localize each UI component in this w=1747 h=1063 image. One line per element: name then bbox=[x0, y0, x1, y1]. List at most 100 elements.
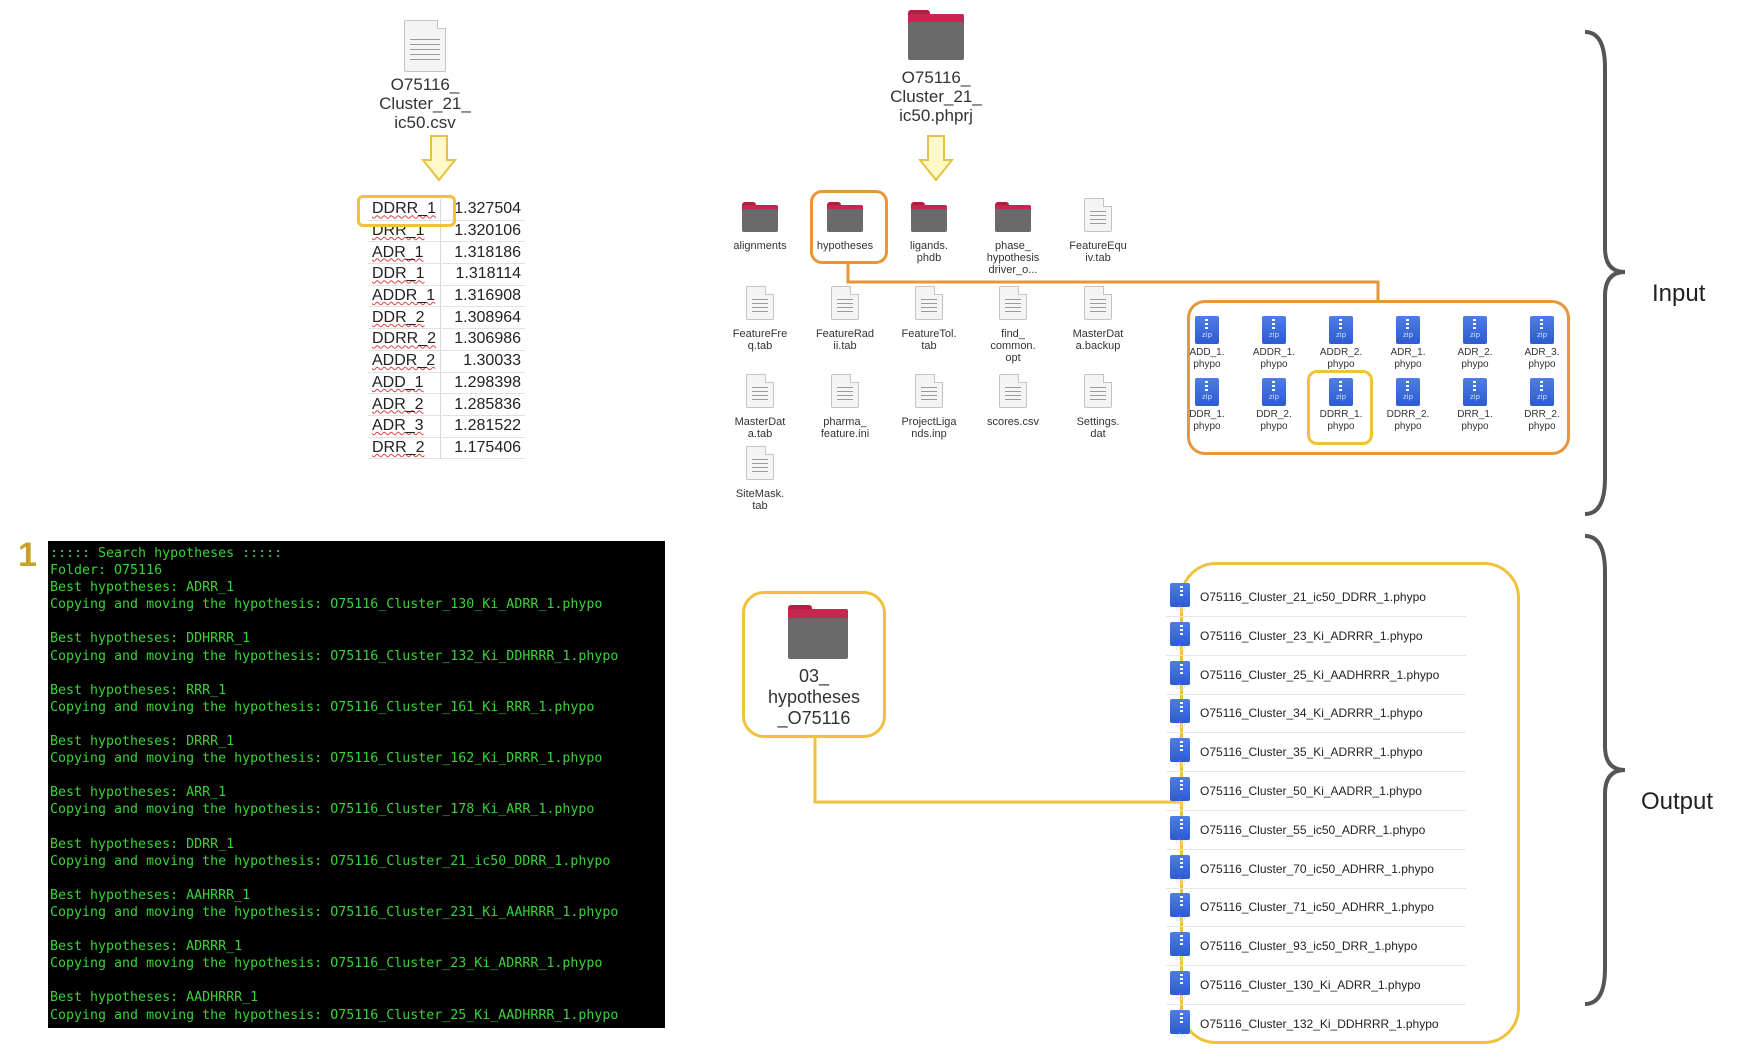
output-folder-name: 03_ hypotheses _O75116 bbox=[767, 666, 861, 728]
file-icon[interactable] bbox=[999, 374, 1027, 408]
list-item[interactable]: O75116_Cluster_34_Ki_ADRRR_1.phypo bbox=[1166, 699, 1466, 736]
file-icon[interactable] bbox=[746, 286, 774, 320]
csv-file-icon[interactable] bbox=[404, 20, 446, 72]
file-icon[interactable] bbox=[831, 286, 859, 320]
folder-icon[interactable] bbox=[995, 202, 1031, 232]
phypo-file-icon[interactable] bbox=[1195, 378, 1219, 406]
phypo-file-label: ADDR_1. phypo bbox=[1252, 347, 1296, 370]
phypo-file-icon[interactable] bbox=[1530, 378, 1554, 406]
file-icon[interactable] bbox=[831, 374, 859, 408]
phypo-file-label: ADR_2. phypo bbox=[1457, 347, 1493, 370]
down-arrow-icon bbox=[421, 135, 457, 182]
phypo-file-label: ADR_1. phypo bbox=[1390, 347, 1426, 370]
row-key: DRR_2 bbox=[368, 437, 442, 460]
ddrr1-highlight bbox=[357, 195, 456, 227]
phypo-file-icon[interactable] bbox=[1396, 378, 1420, 406]
input-brace bbox=[1584, 30, 1626, 516]
row-value: 1.320106 bbox=[440, 220, 526, 243]
row-value: 1.318114 bbox=[440, 263, 526, 286]
output-file-name: O75116_Cluster_21_ic50_DDRR_1.phypo bbox=[1200, 590, 1426, 604]
list-item[interactable]: O75116_Cluster_132_Ki_DDHRRR_1.phypo bbox=[1170, 1009, 1439, 1047]
row-value: 1.316908 bbox=[440, 285, 526, 308]
file-icon[interactable] bbox=[915, 286, 943, 320]
output-file-name: O75116_Cluster_50_Ki_AADRR_1.phypo bbox=[1200, 784, 1422, 798]
file-icon[interactable] bbox=[1084, 286, 1112, 320]
list-item[interactable]: O75116_Cluster_23_Ki_ADRRR_1.phypo bbox=[1166, 621, 1466, 659]
phypo-file-icon bbox=[1170, 932, 1190, 969]
folder-icon[interactable] bbox=[742, 202, 778, 232]
phypo-file-icon bbox=[1170, 815, 1190, 853]
list-item[interactable]: O75116_Cluster_25_Ki_AADHRRR_1.phypo bbox=[1166, 660, 1466, 698]
list-item[interactable]: O75116_Cluster_71_ic50_ADHRR_1.phypo bbox=[1166, 893, 1466, 930]
file-icon[interactable] bbox=[1084, 198, 1112, 232]
phypo-file-icon[interactable] bbox=[1262, 316, 1286, 344]
list-divider bbox=[1166, 616, 1466, 617]
list-item[interactable]: O75116_Cluster_35_Ki_ADRRR_1.phypo bbox=[1166, 738, 1466, 775]
project-item-label: Settings. dat bbox=[1076, 416, 1120, 440]
output-file-name: O75116_Cluster_25_Ki_AADHRRR_1.phypo bbox=[1200, 667, 1440, 682]
row-value: 1.285836 bbox=[440, 393, 526, 416]
phypo-file-icon[interactable] bbox=[1530, 316, 1554, 344]
folder-icon[interactable] bbox=[911, 202, 947, 232]
list-item[interactable]: O75116_Cluster_21_ic50_DDRR_1.phypo bbox=[1166, 583, 1466, 620]
row-value: 1.30033 bbox=[440, 350, 526, 373]
output-file-name: O75116_Cluster_23_Ki_ADRRR_1.phypo bbox=[1200, 628, 1423, 643]
file-icon[interactable] bbox=[999, 286, 1027, 320]
phypo-file-label: DRR_2. phypo bbox=[1524, 409, 1560, 432]
row-value: 1.308964 bbox=[440, 306, 526, 330]
project-folder-icon[interactable] bbox=[908, 10, 964, 60]
phypo-file-icon[interactable] bbox=[1463, 316, 1487, 344]
list-item[interactable]: O75116_Cluster_130_Ki_ADRR_1.phypo bbox=[1166, 971, 1466, 1008]
phypo-file-icon bbox=[1170, 738, 1190, 775]
phypo-file-label: DDRR_1. phypo bbox=[1319, 409, 1363, 432]
file-icon[interactable] bbox=[915, 374, 943, 408]
list-divider bbox=[1166, 1004, 1466, 1005]
file-icon[interactable] bbox=[746, 446, 774, 480]
row-value: 1.306986 bbox=[440, 328, 526, 351]
row-key: DDRR_1 bbox=[368, 199, 442, 221]
list-item[interactable]: O75116_Cluster_55_ic50_ADRR_1.phypo bbox=[1166, 815, 1466, 853]
phypo-file-icon bbox=[1170, 621, 1190, 659]
list-item[interactable]: O75116_Cluster_93_ic50_DRR_1.phypo bbox=[1166, 932, 1466, 969]
list-divider bbox=[1166, 810, 1466, 811]
phypo-file-label: DDRR_2. phypo bbox=[1386, 409, 1430, 432]
file-icon[interactable] bbox=[746, 374, 774, 408]
list-divider bbox=[1166, 965, 1466, 967]
phypo-file-icon[interactable] bbox=[1262, 378, 1286, 406]
list-divider bbox=[1166, 887, 1466, 889]
phypo-file-icon[interactable] bbox=[1329, 316, 1353, 344]
phypo-file-icon bbox=[1170, 893, 1190, 930]
row-value: 1.327504 bbox=[440, 199, 526, 221]
ddrr1-file-highlight bbox=[1307, 370, 1373, 445]
output-file-name: O75116_Cluster_55_ic50_ADRR_1.phypo bbox=[1200, 822, 1426, 837]
output-file-name: O75116_Cluster_130_Ki_ADRR_1.phypo bbox=[1200, 978, 1421, 992]
folder-icon[interactable] bbox=[827, 202, 863, 232]
phypo-file-icon[interactable] bbox=[1396, 316, 1420, 344]
list-item[interactable]: O75116_Cluster_50_Ki_AADRR_1.phypo bbox=[1166, 777, 1466, 814]
project-item-label: scores.csv bbox=[987, 416, 1039, 428]
phypo-file-icon[interactable] bbox=[1195, 316, 1219, 344]
phypo-file-icon[interactable] bbox=[1463, 378, 1487, 406]
phypo-file-icon[interactable] bbox=[1329, 378, 1353, 406]
project-item-label: alignments bbox=[733, 240, 787, 252]
list-divider bbox=[1166, 771, 1466, 773]
row-value: 1.281522 bbox=[440, 415, 526, 438]
file-icon[interactable] bbox=[1084, 374, 1112, 408]
list-item[interactable]: O75116_Cluster_70_ic50_ADHRR_1.phypo bbox=[1166, 854, 1466, 892]
project-item-label: phase_ hypothesis driver_o... bbox=[986, 240, 1040, 276]
list-divider bbox=[1166, 926, 1466, 928]
output-folder-icon[interactable] bbox=[788, 605, 848, 659]
project-item-label: FeatureFre q.tab bbox=[732, 328, 788, 352]
project-item-label: ProjectLiga nds.inp bbox=[901, 416, 957, 440]
phypo-file-label: DRR_1. phypo bbox=[1457, 409, 1493, 432]
hypotheses-highlight bbox=[810, 190, 888, 264]
